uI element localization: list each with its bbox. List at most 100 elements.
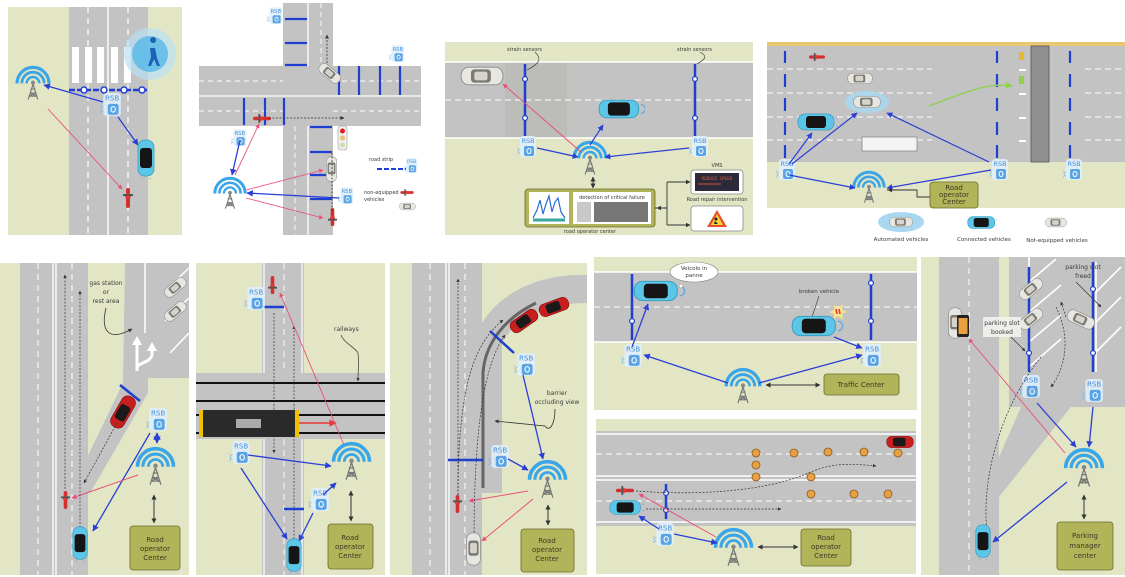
railways-label: railways (334, 326, 359, 333)
center-label-line2: operator (811, 543, 841, 551)
turn-arrows (132, 336, 157, 371)
vms-sign: REDUCE SPEED (690, 169, 744, 195)
strain-sensor-strip (521, 64, 699, 136)
legend-non-equipped-label-line2: vehicles (364, 197, 385, 203)
road-operator-center-box: Road operator Center (929, 181, 979, 209)
speech-bubble-line1: Veicolo in (681, 266, 708, 272)
center-label-line3: Center (814, 552, 838, 560)
slot-freed-label-line2: freed (1075, 273, 1091, 280)
curve-barrier-diagram: barrier occluding view Road operator Cen… (390, 263, 587, 575)
highway (20, 263, 88, 575)
center-label-line1: Road (341, 534, 359, 542)
traffic-center-label: Traffic Center (837, 381, 885, 389)
panel-highway-lanes: Road operator Center Automated vehicles … (767, 42, 1125, 247)
speech-bubble: Veicolo in panne (669, 261, 719, 289)
parking-manager-label-line1: Parking (1072, 532, 1098, 540)
toll-lane-markings (1019, 52, 1026, 142)
gas-station-label-line2: or (103, 289, 110, 296)
detection-label: detection of critical failure (579, 195, 645, 201)
legend-connected-label: Connected vehicles (957, 237, 1011, 243)
slot-freed-label-line1: parking slot (1065, 264, 1101, 271)
road-strips (242, 17, 402, 201)
intersection-legend: road strip non-equipped vehicles (364, 157, 418, 211)
center-label-line2: operator (532, 546, 562, 554)
road-operator-center-box: Road operator Center (129, 525, 181, 571)
toll-barrier (1030, 45, 1050, 163)
road-strips (783, 51, 1072, 158)
traffic-cones (751, 447, 903, 499)
connected-vehicle (286, 538, 302, 574)
legend-not-equipped-icon (1045, 217, 1067, 228)
barrier-label-line1: barrier (547, 390, 568, 397)
panel-railway-crossing: railways Road operator Center (196, 263, 385, 575)
road-repair-label: Road repair intervention (687, 197, 748, 203)
center-label-line2: operator (140, 545, 170, 553)
traffic-light-icon (337, 125, 348, 151)
gas-station-diagram: gas station or rest area Road operator C… (0, 263, 189, 575)
strain-sensors-label: strain sensors (677, 47, 712, 53)
warning-flash-icon (829, 304, 847, 320)
road-edge-yellow (767, 42, 1125, 46)
road (767, 46, 1125, 162)
center-label-line1: Road (538, 537, 556, 545)
center-label-line3: Center (942, 198, 966, 206)
vms-label: VMS (712, 163, 723, 169)
parking-manager-label-line3: center (1074, 552, 1097, 560)
highway (412, 263, 482, 575)
panel-gas-station: gas station or rest area Road operator C… (0, 263, 189, 575)
non-equipped-vehicle (466, 532, 481, 566)
gas-station-label-line3: rest area (93, 298, 120, 305)
road-strip (489, 330, 515, 354)
speech-bubble-line2: panne (685, 273, 703, 279)
panel-intersection: road strip non-equipped vehicles (199, 3, 421, 235)
road-strip (119, 384, 141, 402)
legend-automated-label: Automated vehicles (874, 237, 929, 243)
red-car (886, 436, 914, 448)
non-equipped-vehicle (460, 66, 504, 86)
road-repair-sign (690, 205, 744, 232)
traffic-center-box: Traffic Center (823, 373, 900, 396)
road-operator-center-label: road operator center (564, 229, 617, 235)
road-strip (69, 86, 148, 94)
railway-crossing-diagram: railways Road operator Center (196, 263, 385, 575)
legend-not-equipped-label: Not-equipped vehicles (1026, 238, 1088, 244)
pedestrian-crossing-diagram (8, 7, 182, 235)
slot-booked-label-line2: booked (991, 329, 1013, 336)
center-label-line1: Road (945, 184, 963, 192)
gas-station-label-line1: gas station (89, 280, 122, 287)
vms-message: REDUCE SPEED (702, 176, 733, 181)
center-label-line2: operator (939, 191, 969, 199)
non-equipped-vehicle (847, 72, 873, 85)
parking-manager-label-line2: manager (1069, 542, 1101, 550)
train (199, 410, 299, 437)
legend-automated-icon (889, 216, 913, 228)
road-operator-center-box: Road operator Center (327, 523, 374, 570)
legend-road-strip-label: road strip (369, 157, 393, 163)
truck (861, 136, 918, 152)
panel-curve-barrier: barrier occluding view Road operator Cen… (390, 263, 587, 575)
broken-vehicle-label: broken vehicle (799, 289, 840, 295)
structural-monitoring-diagram: strain sensors strain sensors detection … (445, 42, 753, 235)
legend-non-equipped-car (399, 202, 416, 211)
strain-sensors-label: strain sensors (507, 47, 542, 53)
panel-structural-monitoring: strain sensors strain sensors detection … (445, 42, 753, 235)
road-strips (628, 274, 875, 340)
slot-booked-label-line1: parking slot (984, 320, 1020, 327)
curved-ramp (482, 274, 587, 493)
smartphone-icon (948, 307, 969, 339)
sensor-data-plot (532, 193, 566, 222)
center-label-line2: operator (335, 543, 365, 551)
highway-legend: Automated vehicles Connected vehicles No… (874, 212, 1088, 244)
road-operator-center-box: detection of critical failure road opera… (524, 188, 656, 235)
barrier-label-line2: occluding view (535, 399, 580, 406)
automated-vehicle (845, 91, 889, 113)
panel-broken-vehicle: Veicolo in panne broken vehicle Traffic … (594, 257, 917, 410)
road-operator-center-box: Road operator Center (520, 528, 575, 573)
intersection-diagram: road strip non-equipped vehicles (199, 3, 421, 235)
road-operator-center-box: Road operator Center (800, 528, 852, 567)
center-label-line3: Center (143, 554, 167, 562)
broken-vehicle-diagram: Veicolo in panne broken vehicle Traffic … (594, 257, 917, 410)
highway-lanes-diagram: Road operator Center Automated vehicles … (767, 42, 1125, 247)
pedestrian-icon (124, 28, 176, 80)
non-equipped-vehicle (325, 156, 338, 182)
